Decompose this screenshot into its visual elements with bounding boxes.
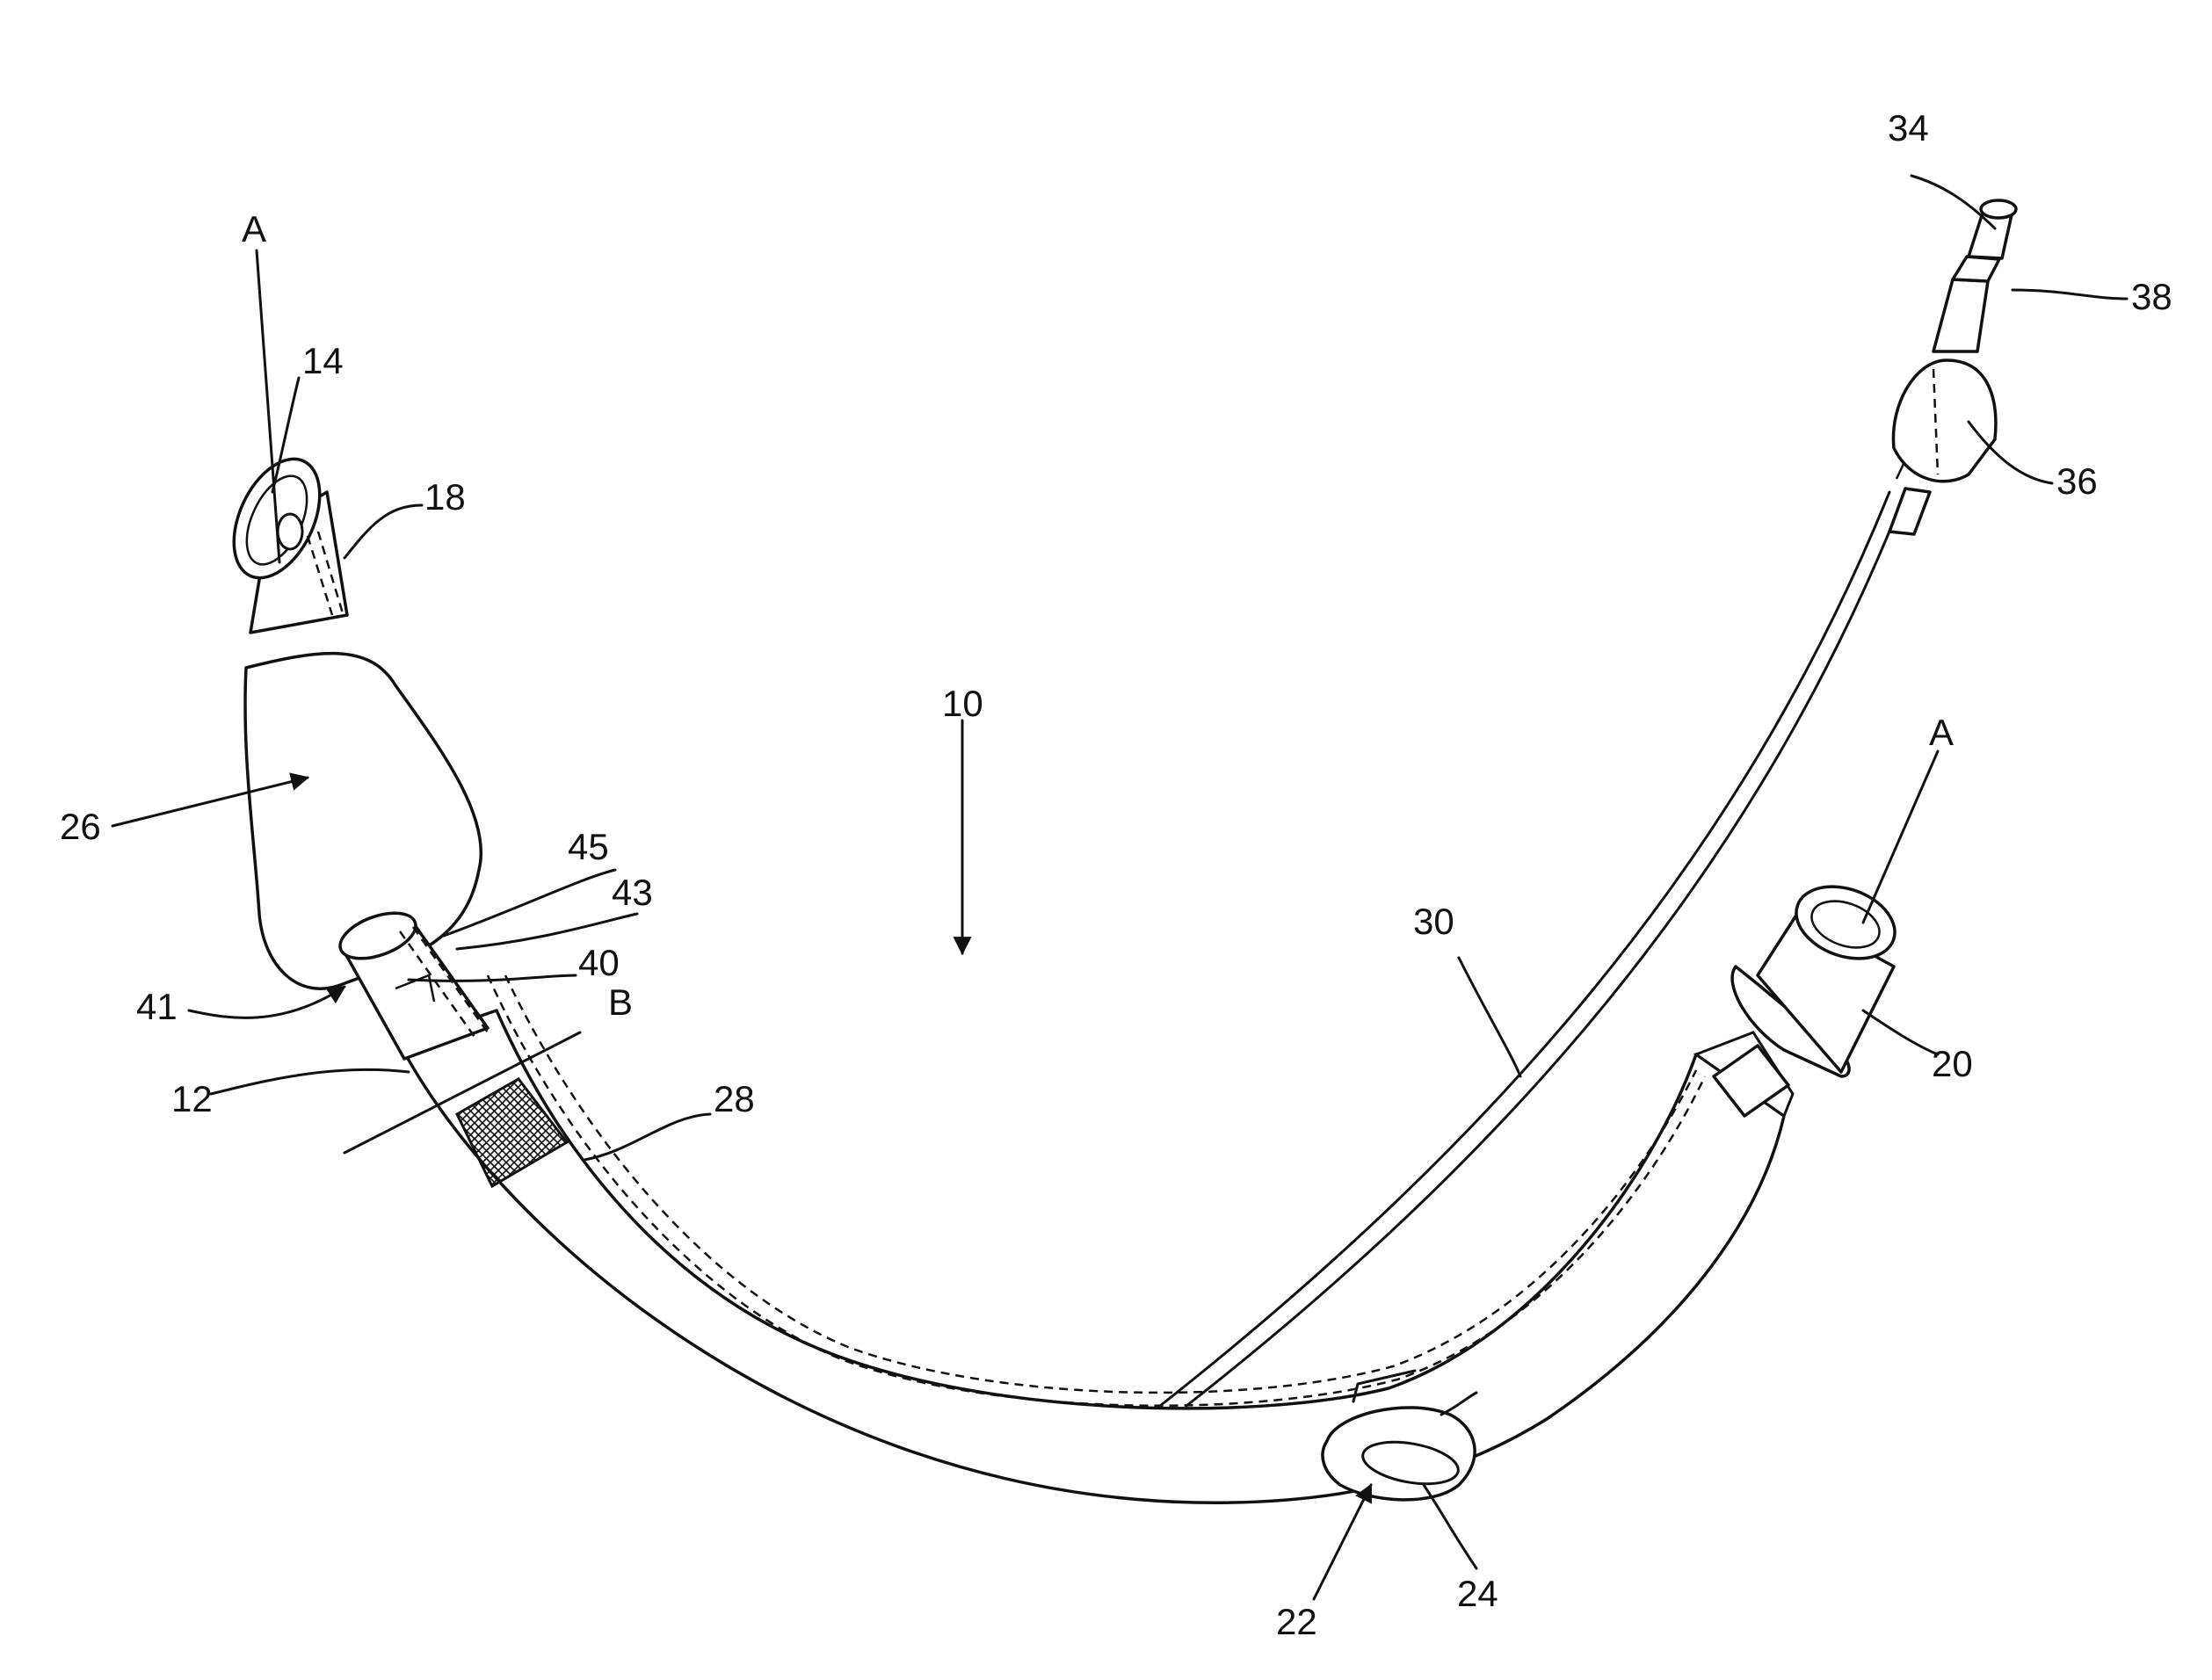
connector: [1714, 873, 1904, 1116]
label-30: 30: [1413, 901, 1454, 942]
label-41: 41: [136, 986, 178, 1027]
label-18: 18: [424, 476, 466, 518]
label-28: 28: [714, 1078, 755, 1119]
label-24: 24: [1457, 1573, 1498, 1614]
label-34: 34: [1888, 107, 1929, 148]
main-tube: [400, 975, 1793, 1503]
label-A-top: A: [242, 208, 266, 250]
label-A-right: A: [1929, 712, 1954, 753]
label-22: 22: [1276, 1601, 1317, 1642]
label-36: 36: [2056, 460, 2098, 502]
label-14: 14: [302, 340, 344, 381]
distal-tip: [217, 445, 347, 633]
label-B: B: [608, 981, 633, 1023]
label-10: 10: [942, 683, 983, 724]
label-12: 12: [171, 1078, 213, 1119]
label-40: 40: [578, 942, 620, 983]
label-45: 45: [568, 826, 609, 867]
label-20: 20: [1932, 1043, 1973, 1084]
label-26: 26: [60, 806, 101, 847]
pilot-balloon: [1893, 200, 2016, 482]
label-43: 43: [612, 872, 653, 913]
label-38: 38: [2131, 276, 2172, 317]
